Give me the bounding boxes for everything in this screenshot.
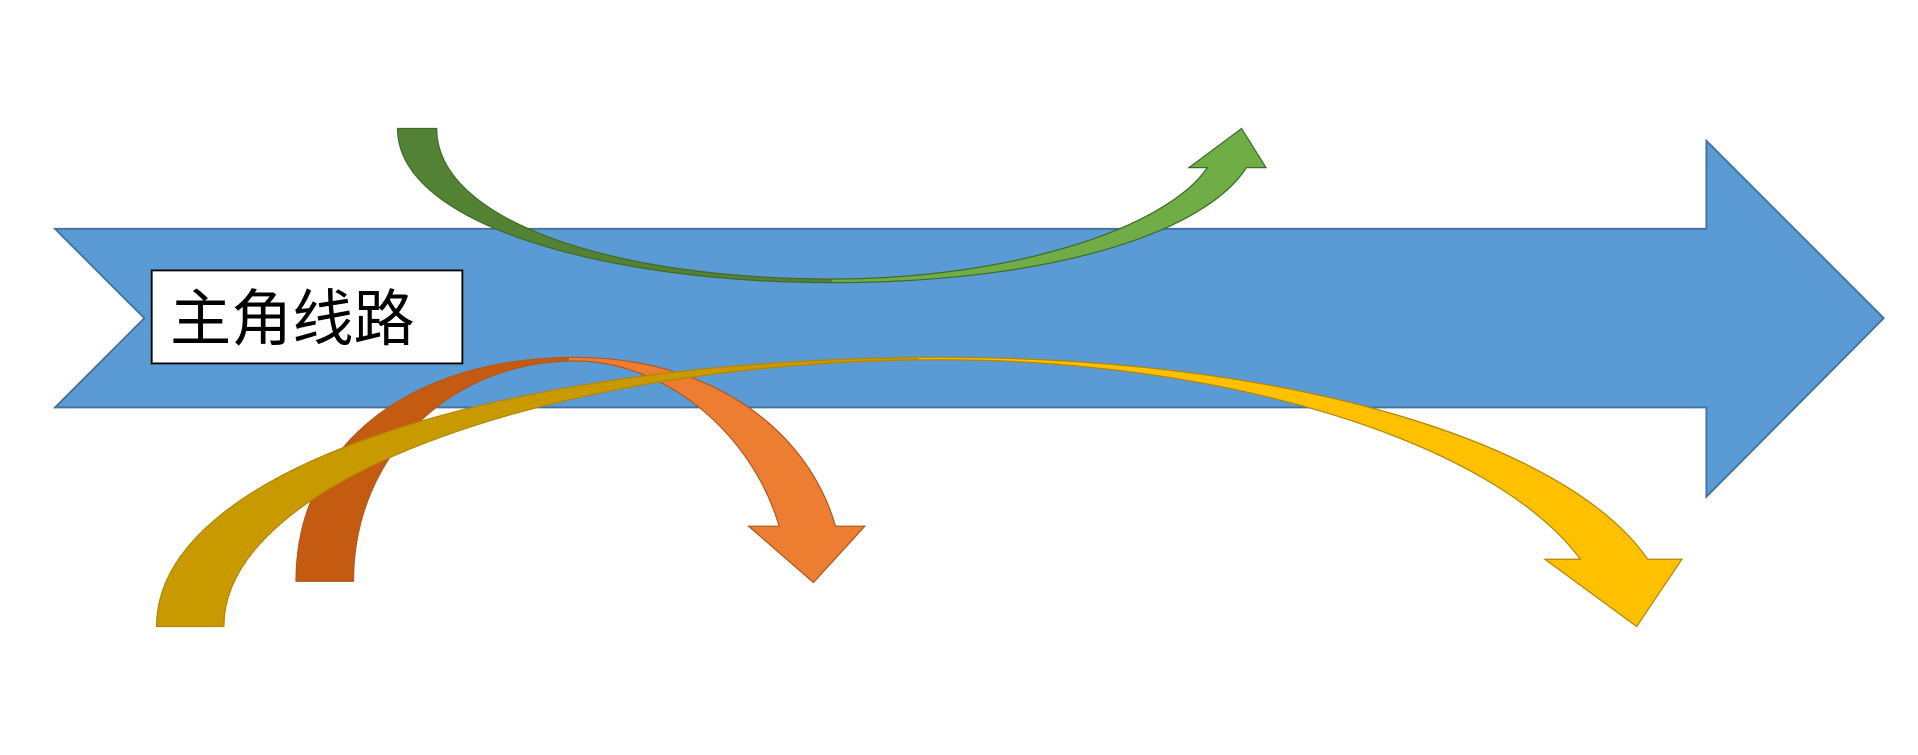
main-route-label: 主角线路 xyxy=(170,284,415,355)
main-route-label-box: 主角线路 xyxy=(150,269,464,365)
orange-curved-arrow xyxy=(295,356,867,584)
yellow-curved-arrow xyxy=(155,356,1684,628)
green-curved-arrow xyxy=(396,127,1268,284)
